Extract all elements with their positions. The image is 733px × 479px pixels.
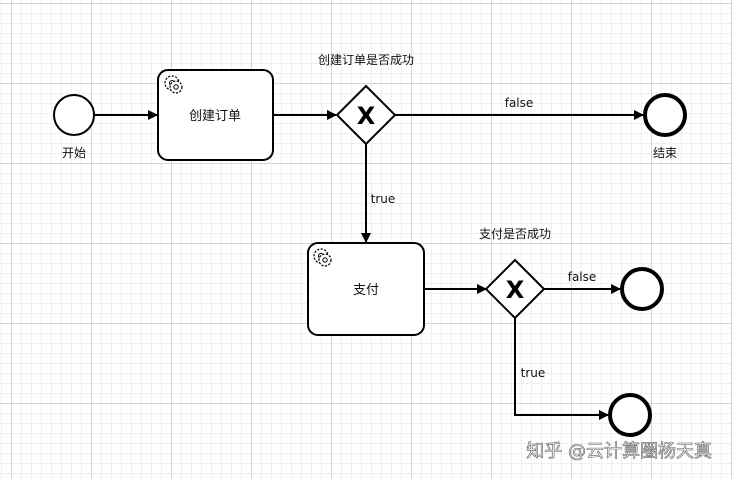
edge-label-gw2-true: true	[521, 366, 546, 380]
service-gear-icon	[313, 248, 332, 267]
exclusive-x-icon: X	[506, 276, 525, 304]
task-pay[interactable]: 支付	[307, 242, 425, 336]
gateway-create-order-success[interactable]: X	[335, 84, 397, 146]
start-event-label: 开始	[62, 146, 86, 160]
task-create-order[interactable]: 创建订单	[157, 69, 274, 161]
service-gear-icon	[164, 75, 183, 94]
task-create-order-label: 创建订单	[189, 109, 241, 124]
end-event-pay-true[interactable]	[608, 393, 652, 437]
watermark: 知乎 @云计算圈杨天真	[526, 441, 712, 462]
gateway-pay-question: 支付是否成功	[479, 227, 551, 241]
start-event[interactable]	[53, 94, 95, 136]
edge-label-gw1-true: true	[371, 192, 396, 206]
task-pay-label: 支付	[353, 283, 379, 298]
end-event-label: 结束	[653, 146, 677, 160]
gateway-create-order-question: 创建订单是否成功	[318, 53, 414, 67]
gateway-pay-success[interactable]: X	[484, 258, 546, 320]
edge-label-gw2-false: false	[568, 270, 597, 284]
flow-gateway2-true-to-end3	[514, 318, 609, 420]
end-event[interactable]	[643, 93, 687, 137]
exclusive-x-icon: X	[357, 102, 376, 130]
edge-label-gw1-false: false	[505, 96, 534, 110]
end-event-pay-false[interactable]	[620, 267, 664, 311]
